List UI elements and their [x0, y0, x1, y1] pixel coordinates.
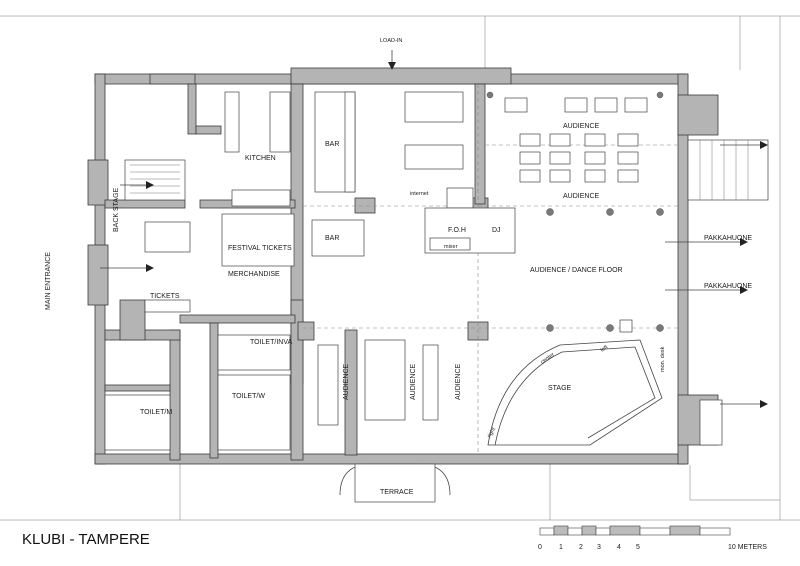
scale-tick-5: 5 [636, 544, 640, 551]
interior-walls [104, 83, 489, 461]
audience-tables-lower [317, 339, 439, 426]
label-pakkahuone-1: PAKKAHUONE [704, 235, 752, 242]
scale-tick-1: 1 [559, 544, 563, 551]
bar-counters [311, 91, 474, 257]
audience-tables-top [504, 97, 648, 183]
pakkahuone-arrows [100, 50, 768, 408]
label-audience-right: AUDIENCE [410, 363, 417, 400]
scale-tick-0: 0 [538, 544, 542, 551]
label-toilet-m: TOILET/M [140, 409, 172, 416]
label-kitchen: KITCHEN [245, 155, 276, 162]
label-audience-top: AUDIENCE [563, 123, 600, 130]
scale-tick-3: 3 [597, 544, 601, 551]
label-left: left [600, 344, 610, 353]
plan-title: KLUBI - TAMPERE [22, 531, 150, 548]
ticket-desk [144, 213, 295, 313]
label-load-in: LOAD-IN [380, 38, 402, 44]
terrace [339, 463, 451, 503]
label-internet: internet [410, 191, 429, 197]
label-audience-mid: AUDIENCE [563, 193, 600, 200]
label-right: right [487, 426, 498, 439]
label-audience-left: AUDIENCE [343, 363, 350, 400]
label-stage: STAGE [548, 385, 572, 392]
room-labels: LOAD-IN BAR BAR KITCHEN BACK STAGE MAIN … [45, 38, 752, 496]
foh-dj-platform [424, 207, 516, 254]
label-tickets: TICKETS [150, 293, 180, 300]
columns [486, 91, 664, 332]
toilets [104, 334, 291, 451]
label-festival-tickets: FESTIVAL TICKETS [228, 245, 292, 252]
frame-lines [0, 15, 800, 521]
dashed-beams [303, 84, 678, 454]
label-back-stage: BACK STAGE [113, 187, 120, 232]
label-toilet-inva: TOILET/INVA [250, 339, 292, 346]
label-mixer: mixer [444, 244, 458, 250]
label-foh: F.O.H [448, 227, 466, 234]
scale-bar: 0 1 2 3 4 5 10 METERS [538, 525, 767, 551]
stage [487, 319, 663, 446]
label-merchandise: MERCHANDISE [228, 271, 280, 278]
label-mon-desk: mon. desk [660, 346, 666, 372]
scale-end-label: 10 METERS [728, 544, 767, 551]
kitchen-fittings [224, 91, 291, 207]
label-toilet-w: TOILET/W [232, 393, 265, 400]
label-terrace: TERRACE [380, 489, 414, 496]
label-bar-top: BAR [325, 141, 339, 148]
label-bar-lower: BAR [325, 235, 339, 242]
label-dj: DJ [492, 227, 501, 234]
label-pakkahuone-2: PAKKAHUONE [704, 283, 752, 290]
scale-tick-2: 2 [579, 544, 583, 551]
scale-tick-4: 4 [617, 544, 621, 551]
label-main-entrance: MAIN ENTRANCE [45, 252, 52, 310]
label-audience-dance: AUDIENCE / DANCE FLOOR [530, 267, 623, 274]
stairs [124, 139, 769, 446]
label-audience-far: AUDIENCE [455, 363, 462, 400]
